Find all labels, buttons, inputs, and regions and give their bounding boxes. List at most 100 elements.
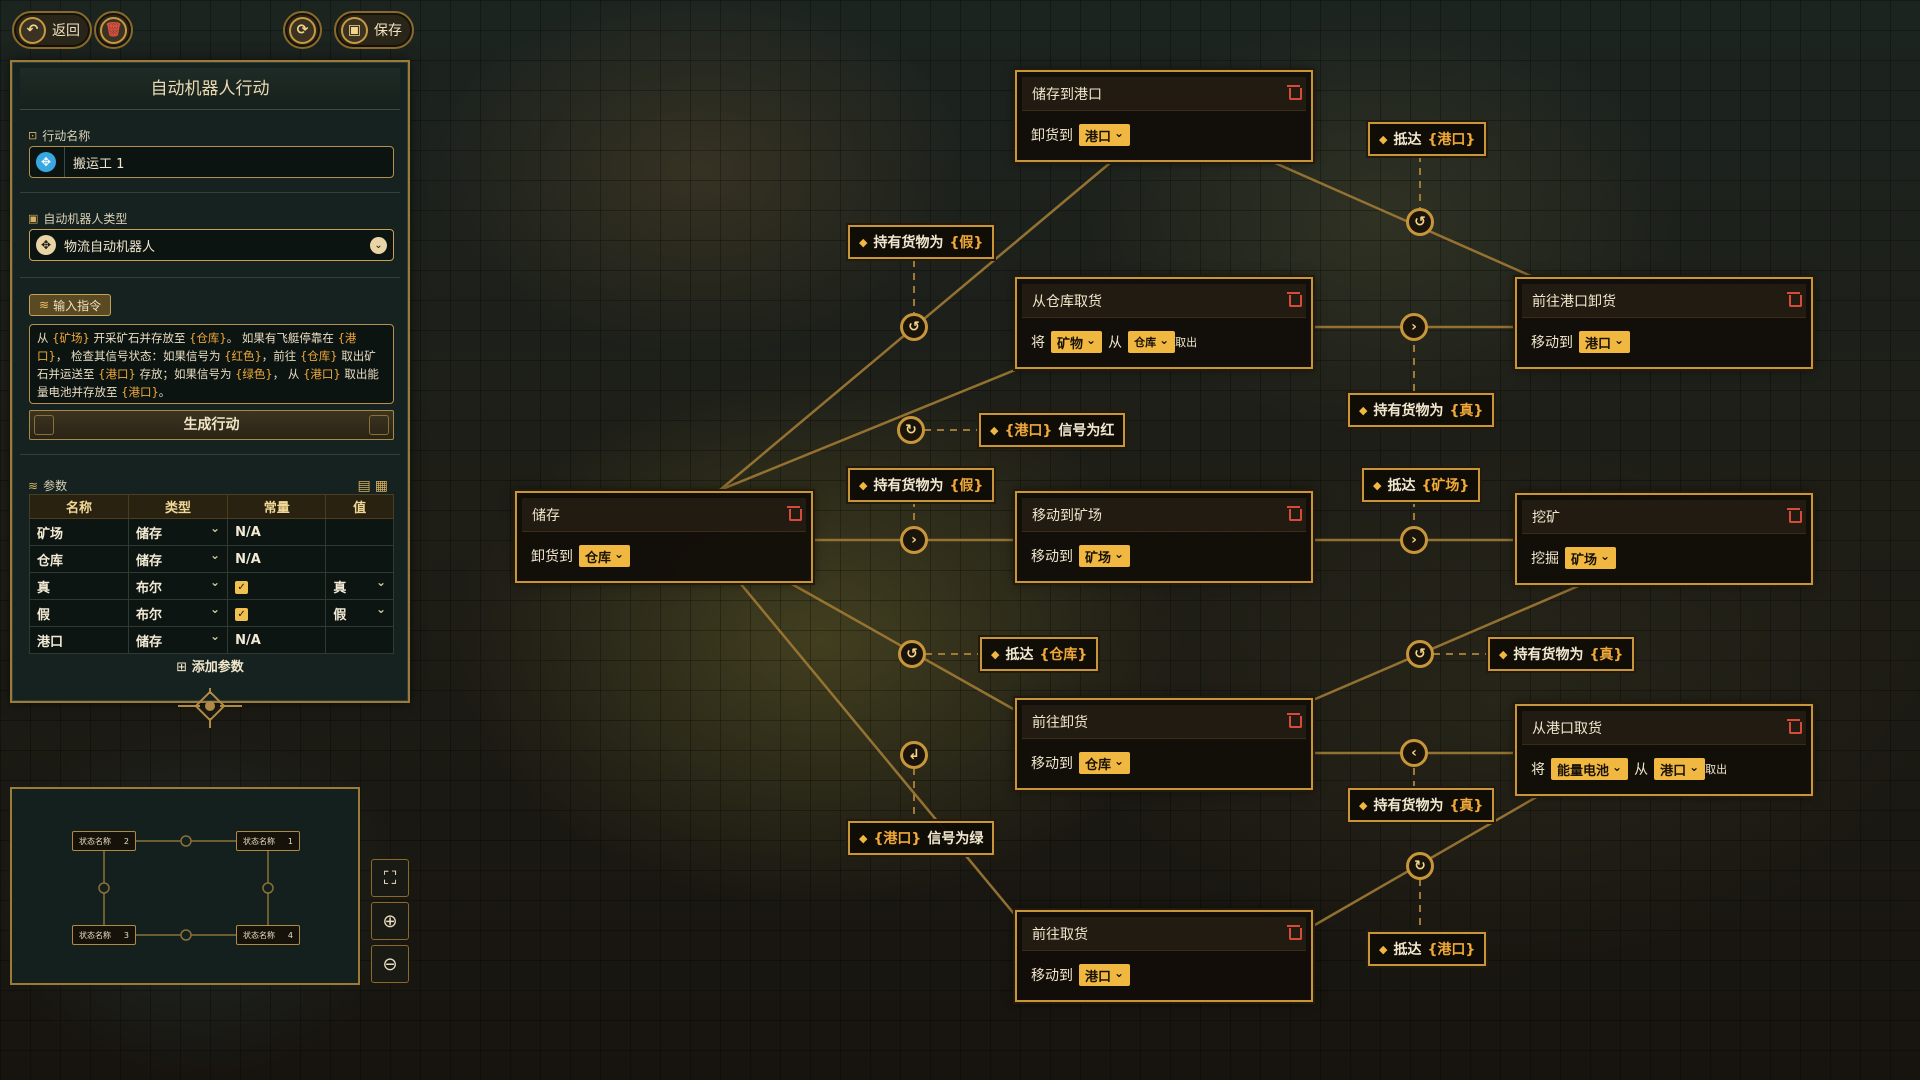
generate-action-label: 生成行动: [183, 417, 240, 433]
view-toggle-icons[interactable]: ▤▦: [357, 477, 392, 494]
robot-type-select[interactable]: ✥ 物流自动机器人 ⌄: [29, 229, 394, 261]
diamond-icon: ◆: [1359, 403, 1368, 417]
zoom-out-button[interactable]: ⊖: [371, 945, 409, 983]
condition-label[interactable]: ◆ 持有货物为{真}: [1488, 637, 1635, 671]
condition-label[interactable]: ◆ 持有货物为{真}: [1348, 788, 1495, 822]
param-const[interactable]: ✓: [227, 599, 327, 627]
target-dropdown[interactable]: 港口: [1079, 964, 1131, 986]
node-take-port[interactable]: 从港口取货 将 能量电池 从 港口 取出: [1515, 704, 1813, 796]
delete-node-icon[interactable]: [1787, 718, 1802, 734]
diamond-icon: ◆: [859, 831, 868, 845]
source-dropdown[interactable]: 仓库: [1128, 331, 1176, 353]
edge-marker-icon[interactable]: ↺: [898, 640, 926, 668]
back-button[interactable]: ↶ 返回: [12, 11, 92, 49]
param-value[interactable]: 假: [325, 599, 394, 627]
edge-marker-icon[interactable]: ›: [900, 526, 928, 554]
edge-marker-icon[interactable]: ↺: [1406, 640, 1434, 668]
source-dropdown[interactable]: 港口: [1654, 758, 1706, 780]
target-dropdown[interactable]: 仓库: [579, 545, 631, 567]
condition-label[interactable]: ◆ {港口}信号为红: [979, 413, 1126, 447]
param-name[interactable]: 假: [28, 599, 130, 627]
save-button[interactable]: ▣ 保存: [334, 11, 414, 49]
condition-label[interactable]: ◆ 抵达{港口}: [1368, 122, 1487, 156]
param-type[interactable]: 布尔: [128, 572, 229, 600]
condition-param: {真}: [1449, 403, 1484, 419]
delete-button[interactable]: 🗑: [94, 11, 133, 49]
delete-node-icon[interactable]: [1287, 505, 1302, 521]
condition-label[interactable]: ◆ 抵达{仓库}: [980, 637, 1099, 671]
param-name[interactable]: 矿场: [28, 518, 130, 546]
param-type[interactable]: 储存: [128, 518, 229, 546]
delete-node-icon[interactable]: [1787, 291, 1802, 307]
param-value[interactable]: [325, 545, 394, 573]
edge-marker-icon[interactable]: ↺: [1406, 208, 1434, 236]
node-mine[interactable]: 挖矿 挖掘矿场: [1515, 493, 1813, 585]
item-dropdown[interactable]: 矿物: [1051, 331, 1103, 353]
edge-marker-icon[interactable]: ›: [1400, 526, 1428, 554]
condition-label[interactable]: ◆ 持有货物为{真}: [1348, 393, 1495, 427]
refresh-button[interactable]: ⟳: [283, 11, 322, 49]
target-dropdown[interactable]: 矿场: [1079, 545, 1131, 567]
node-store[interactable]: 储存 卸货到仓库: [515, 491, 813, 583]
edge-marker-icon[interactable]: ›: [1400, 313, 1428, 341]
node-verb: 卸货到: [531, 549, 573, 565]
target-dropdown[interactable]: 港口: [1079, 124, 1131, 146]
param-type[interactable]: 储存: [128, 626, 229, 654]
param-value[interactable]: [325, 518, 394, 546]
edge-marker-icon[interactable]: ‹: [1400, 739, 1428, 767]
action-name-field[interactable]: ✥ 搬运工 1: [29, 146, 394, 178]
param-name[interactable]: 真: [28, 572, 130, 600]
delete-node-icon[interactable]: [1287, 924, 1302, 940]
target-dropdown[interactable]: 矿场: [1565, 547, 1617, 569]
condition-label[interactable]: ◆ 持有货物为{假}: [848, 468, 995, 502]
fit-view-button[interactable]: ⛶: [371, 859, 409, 897]
target-dropdown[interactable]: 仓库: [1079, 752, 1131, 774]
condition-text: 持有货物为: [1513, 647, 1584, 663]
condition-label[interactable]: ◆ {港口}信号为绿: [848, 821, 995, 855]
node-store-port[interactable]: 储存到港口 卸货到港口: [1015, 70, 1313, 162]
edge-marker-icon[interactable]: ↻: [897, 416, 925, 444]
checkbox-checked-icon[interactable]: ✓: [235, 607, 249, 621]
condition-label[interactable]: ◆ 抵达{矿场}: [1362, 468, 1481, 502]
generate-action-button[interactable]: 生成行动: [29, 410, 394, 440]
param-name[interactable]: 仓库: [28, 545, 130, 573]
delete-node-icon[interactable]: [1287, 291, 1302, 307]
param-name[interactable]: 港口: [28, 626, 130, 654]
diamond-icon: ◆: [990, 423, 999, 437]
delete-node-icon[interactable]: [1287, 712, 1302, 728]
checkbox-checked-icon[interactable]: ✓: [235, 580, 249, 594]
edge-marker-icon[interactable]: ↲: [900, 741, 928, 769]
zoom-in-button[interactable]: ⊕: [371, 902, 409, 940]
robot-action-panel: 自动机器人行动 ⊡ 行动名称 ✥ 搬运工 1 ▣ 自动机器人类型 ✥ 物流自动机…: [10, 60, 410, 703]
delete-node-icon[interactable]: [787, 505, 802, 521]
input-command-button[interactable]: ≋ 输入指令: [29, 294, 112, 316]
param-type[interactable]: 储存: [128, 545, 229, 573]
target-dropdown[interactable]: 港口: [1579, 331, 1631, 353]
add-param-button[interactable]: ⊞ 添加参数: [12, 656, 408, 675]
condition-param: {真}: [1449, 798, 1484, 814]
param-value[interactable]: [325, 626, 394, 654]
param-value[interactable]: 真: [325, 572, 394, 600]
node-go-port-unload[interactable]: 前往港口卸货 移动到港口: [1515, 277, 1813, 369]
edge-marker-icon[interactable]: ↻: [1406, 852, 1434, 880]
item-dropdown[interactable]: 能量电池: [1551, 758, 1629, 780]
node-take-warehouse[interactable]: 从仓库取货 将 矿物 从 仓库 取出: [1015, 277, 1313, 369]
delete-node-icon[interactable]: [1287, 84, 1302, 100]
param-type[interactable]: 布尔: [128, 599, 229, 627]
delete-node-icon[interactable]: [1787, 507, 1802, 523]
edge-marker-icon[interactable]: ↺: [900, 313, 928, 341]
node-go-pickup[interactable]: 前往取货 移动到港口: [1015, 910, 1313, 1002]
node-go-unload[interactable]: 前往卸货 移动到仓库: [1015, 698, 1313, 790]
condition-param: {港口}: [1427, 942, 1476, 958]
edge-store-gopickup: [739, 582, 1016, 916]
instruction-textarea[interactable]: 从 {矿场} 开采矿石并存放至 {仓库}。 如果有飞艇停靠在 {港口}， 检查其…: [29, 324, 394, 404]
condition-label[interactable]: ◆ 持有货物为{假}: [848, 225, 995, 259]
condition-label[interactable]: ◆ 抵达{港口}: [1368, 932, 1487, 966]
node-move-mine[interactable]: 移动到矿场 移动到矿场: [1015, 491, 1313, 583]
param-const[interactable]: ✓: [227, 572, 327, 600]
